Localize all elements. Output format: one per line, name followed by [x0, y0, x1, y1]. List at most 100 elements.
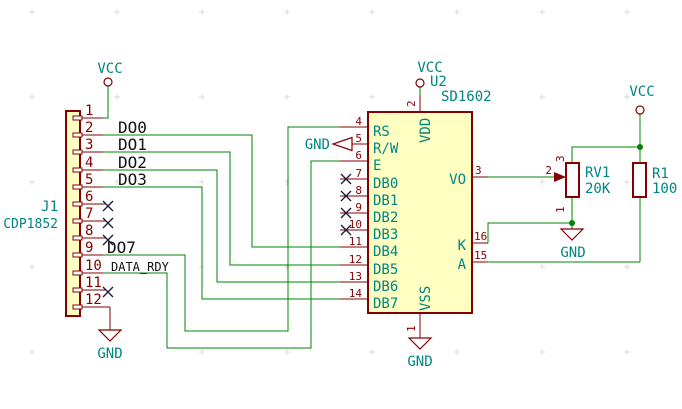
- j1-pin-number: 9: [85, 240, 93, 256]
- u2-pin-number: 2: [405, 100, 418, 107]
- junction-dot: [569, 220, 575, 226]
- wire-vcc-to-j1pin1[interactable]: [103, 86, 109, 119]
- wire-datardy-e[interactable]: [103, 160, 340, 349]
- u2-pin-number: 13: [349, 270, 362, 283]
- no-connect-icon[interactable]: [340, 207, 352, 219]
- no-connect-icon[interactable]: [102, 217, 114, 229]
- vcc-symbol-j1[interactable]: VCC: [97, 61, 123, 87]
- u2-right-pin-stubs[interactable]: [472, 176, 488, 263]
- u2-value[interactable]: SD1602: [441, 89, 492, 105]
- rv1-pin-number: 2: [545, 164, 552, 177]
- gnd-triangle-icon: [559, 228, 585, 241]
- u2-body[interactable]: [367, 111, 473, 314]
- wire-do7-rs[interactable]: [103, 126, 340, 332]
- u2-pin-number: 1: [405, 325, 418, 332]
- u2-pin-name-vdd: VDD: [418, 118, 434, 143]
- j1-pin-number: 1: [85, 103, 93, 119]
- rv1-value[interactable]: 20K: [585, 181, 611, 197]
- j1-pin-stubs[interactable]: [80, 117, 110, 308]
- u2-pin-name: K: [458, 238, 467, 254]
- component-r1[interactable]: R1 100: [632, 162, 677, 198]
- wire-do3-db7[interactable]: [103, 186, 340, 300]
- rv1-wiper-arrow-icon: [554, 172, 566, 182]
- u2-pin-number: 12: [349, 253, 362, 266]
- j1-pin-number: 2: [85, 120, 93, 136]
- junction-dot: [637, 144, 643, 150]
- rv1-pin-number: 3: [554, 155, 567, 162]
- r1-value[interactable]: 100: [652, 181, 677, 197]
- u2-pin-number: 7: [355, 167, 362, 180]
- wire-vcc-rv1-top[interactable]: [571, 114, 641, 163]
- u2-pin-number: 4: [355, 115, 362, 128]
- gnd-symbol-u2[interactable]: GND: [407, 337, 433, 370]
- vcc-label: VCC: [417, 60, 442, 76]
- no-connect-icon[interactable]: [340, 190, 352, 202]
- u2-pin-name: DB2: [373, 210, 398, 226]
- u2-pin-name: E: [373, 158, 381, 174]
- no-connect-icon[interactable]: [102, 200, 114, 212]
- u2-pin-number: 10: [349, 218, 362, 231]
- u2-pin-name: DB3: [373, 227, 398, 243]
- r1-reference[interactable]: R1: [652, 166, 669, 182]
- gnd-label: GND: [97, 346, 122, 362]
- u2-pin-number: 14: [349, 287, 363, 300]
- j1-pin-number: 11: [85, 275, 102, 291]
- u2-pin-name: R/W: [373, 141, 399, 157]
- wire-k-gnd[interactable]: [487, 222, 572, 243]
- no-connect-icon[interactable]: [102, 286, 114, 298]
- no-connect-icon[interactable]: [340, 173, 352, 185]
- wire-do1-db5[interactable]: [103, 151, 340, 266]
- rv1-body[interactable]: [565, 162, 580, 198]
- gnd-symbol-j1[interactable]: GND: [97, 307, 123, 362]
- j1-reference[interactable]: J1: [41, 199, 58, 215]
- component-u2[interactable]: 4 5 6 7 8 9 10 11 12 13 14 RS R/W E DB0 …: [340, 74, 492, 338]
- gnd-flag-rw[interactable]: GND: [305, 136, 353, 153]
- gnd-triangle-icon: [97, 329, 123, 342]
- net-label-do7[interactable]: DO7: [107, 238, 136, 257]
- gnd-symbol-right[interactable]: GND: [559, 228, 586, 261]
- gnd-label: GND: [407, 354, 432, 370]
- wire-do2-db6[interactable]: [103, 169, 340, 283]
- j1-pin-number: 3: [85, 137, 93, 153]
- net-label-do0[interactable]: DO0: [118, 118, 147, 137]
- net-label-data-rdy[interactable]: DATA_RDY: [111, 260, 170, 274]
- net-label-do1[interactable]: DO1: [118, 135, 147, 154]
- r1-body[interactable]: [632, 162, 647, 198]
- vcc-symbol-u2[interactable]: VCC: [415, 60, 443, 88]
- vcc-circle-icon: [103, 77, 113, 87]
- j1-pin-number: 8: [85, 223, 93, 239]
- j1-body[interactable]: [65, 110, 81, 317]
- no-connect-icon[interactable]: [340, 224, 352, 236]
- j1-pin-number: 5: [85, 172, 93, 188]
- u2-pin-number: 5: [355, 132, 362, 145]
- rv1-reference[interactable]: RV1: [585, 165, 610, 181]
- component-rv1[interactable]: 2 3 1 RV1 20K: [545, 155, 610, 213]
- u2-pin-number: 6: [355, 149, 362, 162]
- vcc-label: VCC: [97, 61, 122, 77]
- gnd-arrow-icon: [331, 136, 353, 152]
- wire-do0-db4[interactable]: [103, 134, 340, 248]
- j1-value[interactable]: CDP1852: [3, 217, 58, 232]
- no-connect-icon[interactable]: [102, 234, 114, 246]
- gnd-label: GND: [305, 137, 330, 153]
- u2-left-pin-stubs[interactable]: [340, 126, 368, 300]
- u2-pin-name: DB6: [373, 279, 398, 295]
- j1-pin-number: 7: [85, 206, 93, 222]
- u2-pin-name: DB1: [373, 193, 398, 209]
- vcc-circle-icon: [415, 78, 425, 88]
- rv1-pin-number: 1: [554, 206, 567, 213]
- u2-reference[interactable]: U2: [430, 74, 447, 90]
- component-j1[interactable]: 1 2 3 4 5 6 7 8 9 10 11 12 J1 CDP1852: [3, 103, 114, 317]
- net-label-do3[interactable]: DO3: [118, 170, 147, 189]
- u2-pin-number: 11: [349, 235, 362, 248]
- j1-pin-number: 6: [85, 189, 93, 205]
- u2-pin-name: DB4: [373, 244, 398, 260]
- j1-contact-notches: [72, 115, 83, 310]
- u2-pin-number: 8: [355, 184, 362, 197]
- vcc-symbol-right[interactable]: VCC: [629, 84, 655, 115]
- u2-pin-name: A: [458, 257, 467, 273]
- net-label-do2[interactable]: DO2: [118, 153, 147, 172]
